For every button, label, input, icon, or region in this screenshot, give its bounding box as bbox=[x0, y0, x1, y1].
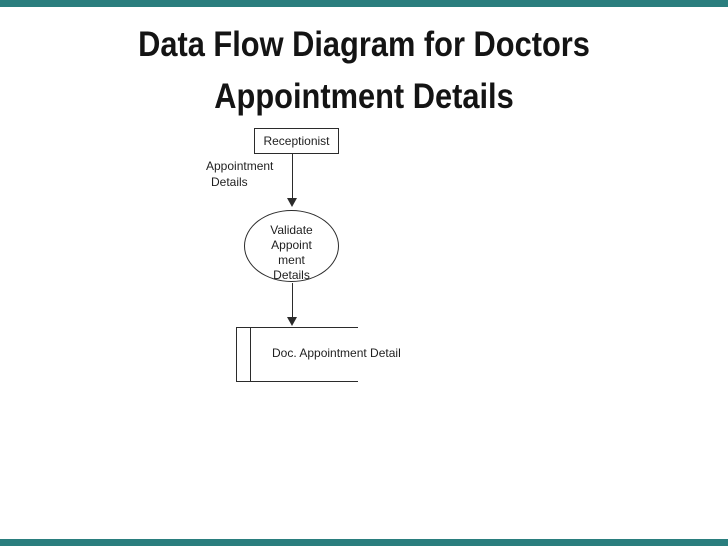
flow-label-line-1: Appointment bbox=[206, 159, 274, 173]
entity-receptionist: Receptionist bbox=[254, 128, 339, 154]
datastore-top-edge bbox=[236, 327, 358, 328]
arrow-process-to-datastore bbox=[292, 283, 293, 318]
process-label-line-3: ment bbox=[278, 253, 305, 267]
process-label-line-4: Details bbox=[273, 268, 310, 282]
flow-label-line-2: Details bbox=[211, 175, 248, 189]
datastore-divider bbox=[250, 327, 251, 382]
arrow-receptionist-to-process bbox=[292, 154, 293, 199]
arrowhead-down-icon bbox=[287, 198, 297, 207]
arrowhead-down-icon bbox=[287, 317, 297, 326]
process-label-line-2: Appoint bbox=[271, 238, 312, 252]
slide-title: Data Flow Diagram for Doctors Appointmen… bbox=[0, 19, 728, 123]
process-validate-appointment-details: Validate Appoint ment Details bbox=[244, 210, 339, 282]
bottom-accent-bar bbox=[0, 539, 728, 546]
entity-receptionist-label: Receptionist bbox=[263, 134, 330, 148]
datastore-left-edge bbox=[236, 327, 237, 382]
top-accent-bar bbox=[0, 0, 728, 7]
datastore-label: Doc. Appointment Detail bbox=[272, 346, 401, 360]
process-label-line-1: Validate bbox=[270, 223, 313, 237]
title-line-1: Data Flow Diagram for Doctors bbox=[138, 25, 590, 64]
title-line-2: Appointment Details bbox=[214, 77, 514, 116]
datastore-bottom-edge bbox=[236, 381, 358, 382]
